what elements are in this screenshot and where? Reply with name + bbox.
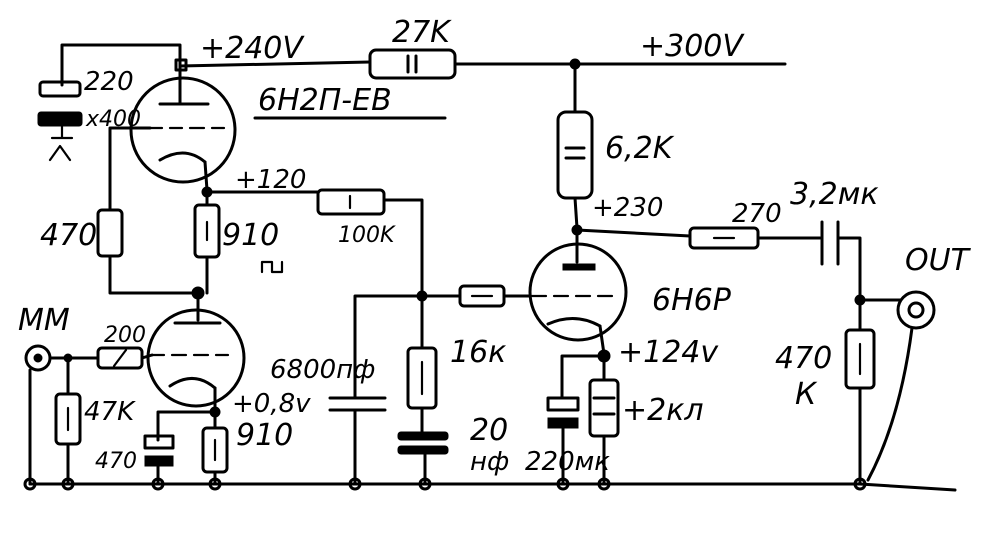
- label-27k: 27K: [392, 15, 452, 50]
- label-270: 270: [732, 199, 782, 229]
- ground-node-4: [208, 477, 222, 491]
- resistor-100k: [316, 188, 386, 216]
- ground-symbol-top: [48, 124, 74, 162]
- label-b-plus-240: +240V: [200, 31, 305, 66]
- wire-cathode-cap: [156, 410, 217, 442]
- label-20: 20: [470, 413, 508, 448]
- label-b-plus-300: +300V: [640, 29, 745, 64]
- capacitor-x400: [37, 111, 83, 127]
- tube-6n6p: [528, 242, 628, 342]
- resistor-200-mark: [112, 348, 128, 368]
- label-tube-type: 6H2П-EB: [258, 83, 392, 118]
- label-47k: 47K: [84, 397, 136, 427]
- wire-jack-ground: [866, 326, 914, 482]
- label-16k: 16к: [450, 335, 506, 370]
- capacitor-470-top: [143, 434, 175, 450]
- capacitor-470-bottom: [144, 455, 174, 467]
- resistor-2k: [588, 378, 620, 438]
- label-20-unit: нф: [470, 447, 509, 477]
- output-jack-pin: [907, 301, 925, 319]
- resistor-6-2k: [556, 110, 594, 200]
- label-220mk: 220мк: [525, 447, 610, 477]
- resistor-6-2k-mark: [564, 146, 586, 160]
- resistor-27k-mark: [406, 54, 418, 74]
- ground-node-1: [23, 477, 37, 491]
- resistor-2k-mark: [592, 396, 616, 416]
- label-470-cap: 470: [95, 449, 137, 474]
- ground-node-5: [348, 477, 362, 491]
- label-v120: +120: [235, 165, 306, 195]
- label-v230: +230: [592, 193, 663, 223]
- label-470k-unit: К: [795, 377, 818, 412]
- resistor-470-left: [96, 208, 124, 258]
- label-out: OUT: [905, 243, 972, 278]
- capacitor-6800: [328, 396, 387, 412]
- ground-node-6: [418, 477, 432, 491]
- tube2-cathode: [168, 377, 217, 390]
- capacitor-3-2: [820, 220, 840, 266]
- wire-220mk-top: [560, 354, 606, 400]
- label-220: 220: [84, 67, 134, 97]
- wire-200-grid: [140, 353, 154, 360]
- tube1-anode: [158, 64, 210, 106]
- label-470k-value: 470: [775, 341, 832, 376]
- label-3-2: 3,2мк: [790, 177, 878, 212]
- label-470-left: 470: [40, 218, 97, 253]
- label-100k: 100K: [338, 223, 396, 248]
- tube3-cathode: [546, 317, 602, 328]
- ground-node-7: [556, 477, 570, 491]
- bypass-wire: [60, 43, 182, 87]
- capacitor-220mk-top: [546, 396, 580, 412]
- tube-6n2p-upper: [129, 76, 237, 184]
- resistor-27k: [368, 48, 457, 80]
- ground-node-3: [151, 477, 165, 491]
- label-2k: +2кл: [622, 393, 704, 428]
- label-mm: MM: [18, 303, 70, 338]
- ground-node-9: [853, 477, 867, 491]
- wire-100k-down: [382, 198, 424, 298]
- ground-rail: [28, 482, 957, 492]
- wire-cap-out: [836, 236, 862, 302]
- label-910-bot: 910: [236, 418, 293, 453]
- input-jack-pin: [33, 353, 43, 363]
- tube3-anode: [562, 263, 596, 271]
- label-v124: +124v: [618, 335, 719, 370]
- pulse-symbol: [260, 260, 284, 274]
- label-6800: 6800пф: [270, 355, 375, 385]
- label-x400: x400: [85, 107, 141, 132]
- tube1-cathode: [158, 151, 207, 164]
- label-v0-8: +0,8v: [232, 389, 311, 419]
- ground-node-2: [61, 477, 75, 491]
- b-plus-240-rail-left: [178, 60, 372, 68]
- label-6-2k: 6,2K: [605, 131, 675, 166]
- label-6n6p: 6H6P: [652, 283, 732, 318]
- tube1-cathode-lead: [203, 160, 209, 192]
- capacitor-20nf-top: [397, 431, 449, 441]
- label-910-top: 910: [222, 218, 279, 253]
- tube1-grid-lead: [108, 126, 152, 212]
- tube3-cathode-lead: [598, 324, 606, 356]
- wire-6-2k-bottom: [573, 196, 579, 230]
- resistor-220-body: [38, 80, 82, 98]
- ground-node-8: [597, 477, 611, 491]
- wire-470-to-node: [108, 254, 200, 295]
- capacitor-20nf-bottom: [397, 445, 449, 455]
- label-200: 200: [104, 323, 146, 348]
- wire-6800-top: [353, 294, 424, 400]
- output-jack: [896, 290, 936, 330]
- wire-to-270: [575, 228, 692, 238]
- tube-6n2p-lower: [146, 308, 246, 408]
